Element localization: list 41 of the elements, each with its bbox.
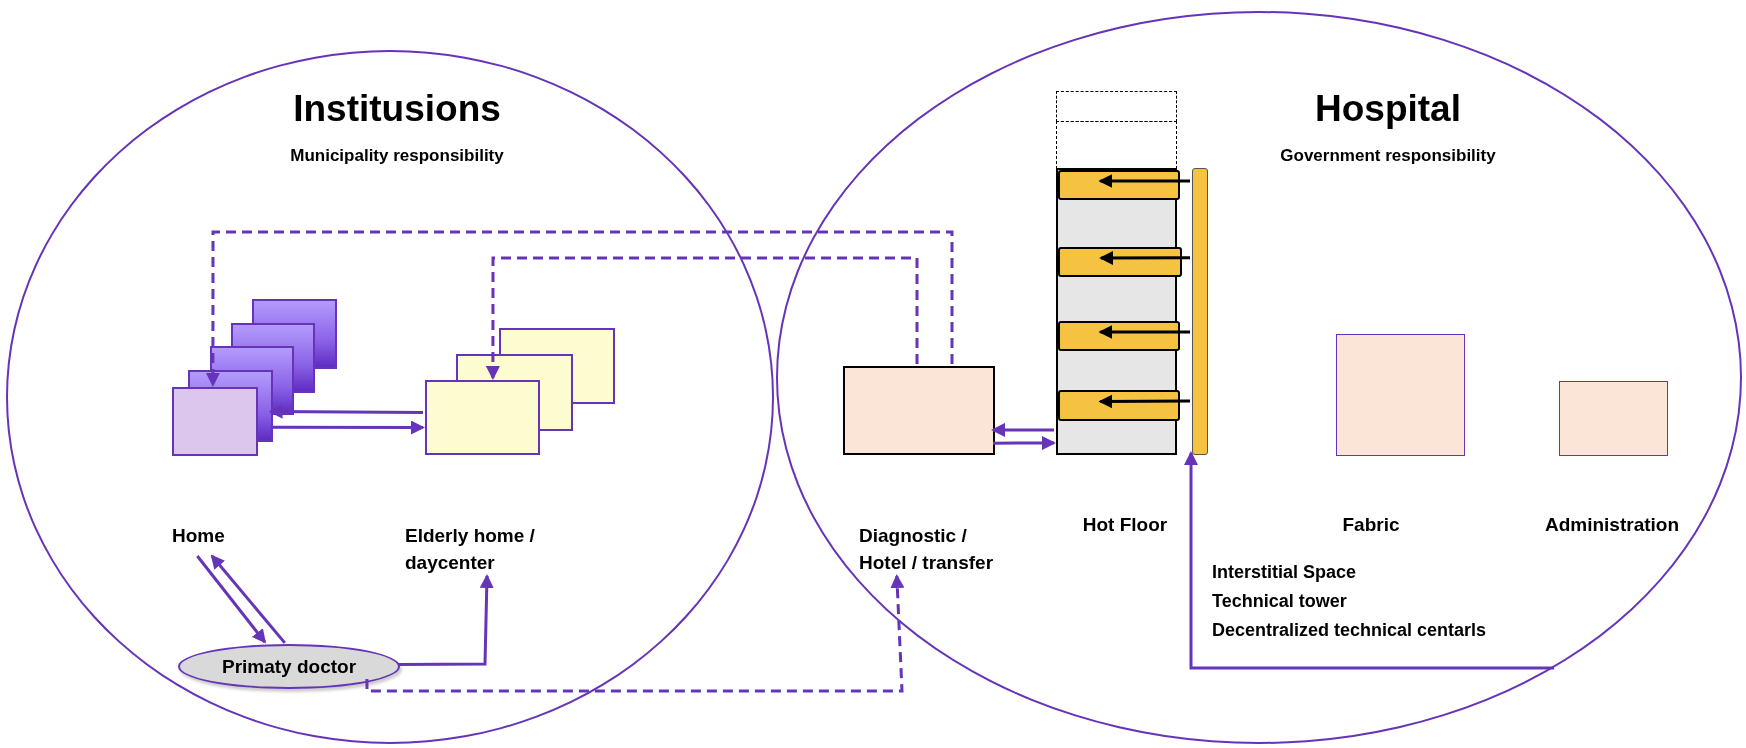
zone-title: Hospital bbox=[1314, 88, 1462, 130]
zone-title: Institusions bbox=[292, 88, 502, 130]
arrow bbox=[398, 574, 494, 666]
floor-band bbox=[1058, 247, 1182, 277]
zone-ellipse bbox=[776, 11, 1742, 744]
node-label: Elderly home / daycenter bbox=[405, 522, 580, 578]
zone-ellipse bbox=[6, 50, 774, 744]
floor-band bbox=[1058, 321, 1180, 351]
part-label: Hot Floor bbox=[1081, 514, 1169, 536]
part-label: Administration bbox=[1543, 514, 1681, 536]
arrow bbox=[268, 404, 423, 419]
dashed-arrow bbox=[485, 256, 919, 381]
arrow bbox=[1098, 325, 1190, 339]
zone-subtitle: Government responsibility bbox=[1279, 146, 1497, 166]
department-box bbox=[843, 366, 995, 455]
floor-band bbox=[1058, 170, 1180, 200]
arrow bbox=[993, 436, 1056, 451]
part-label: Fabric bbox=[1341, 514, 1401, 536]
zone-subtitle: Municipality responsibility bbox=[289, 146, 505, 166]
node-label: Home bbox=[172, 522, 242, 558]
node-label: Diagnostic / Hotel / transfer bbox=[859, 522, 1009, 578]
dashed-arrow bbox=[205, 230, 954, 387]
arrow bbox=[991, 422, 1054, 437]
arrow bbox=[270, 420, 425, 435]
doctor-ellipse bbox=[178, 644, 400, 689]
department-box bbox=[1336, 334, 1465, 456]
arrow bbox=[196, 555, 267, 644]
list-item: Decentralized technical centarls bbox=[1212, 619, 1487, 642]
floor-band bbox=[1058, 390, 1180, 421]
list-item: Interstitial Space bbox=[1212, 561, 1357, 584]
future-floor-outline bbox=[1056, 91, 1177, 122]
arrow bbox=[210, 554, 286, 644]
arrow bbox=[1099, 250, 1190, 265]
list-item: Technical tower bbox=[1212, 590, 1347, 613]
riser-bar bbox=[1192, 168, 1208, 455]
department-box bbox=[1559, 381, 1668, 456]
arrow bbox=[1098, 394, 1190, 409]
node-label: Primaty doctor bbox=[221, 655, 357, 678]
arrow bbox=[1184, 451, 1555, 670]
dashed-arrow bbox=[365, 574, 905, 693]
arrow bbox=[1098, 174, 1190, 188]
